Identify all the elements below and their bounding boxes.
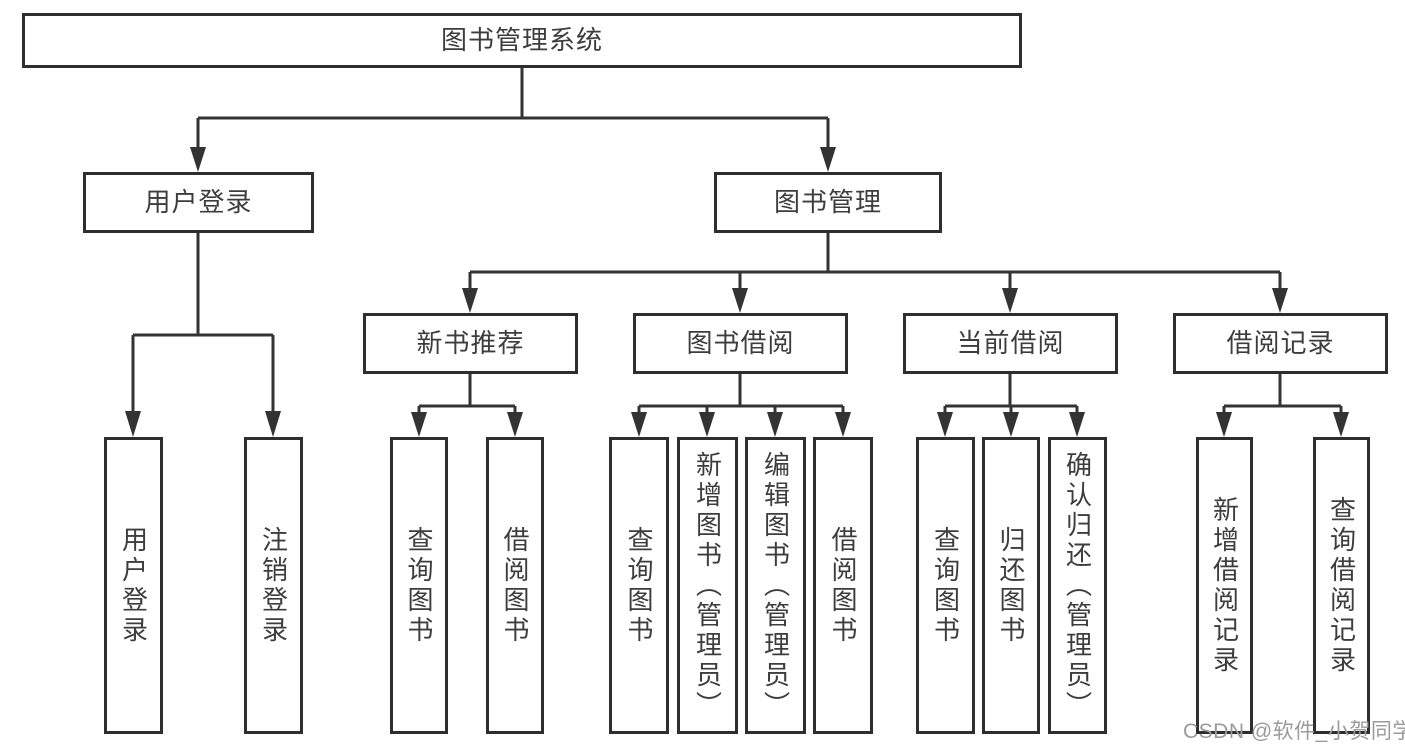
leaf-user-login: 用户登录 bbox=[104, 437, 163, 734]
node-book-borrowing: 图书借阅 bbox=[633, 313, 848, 374]
arrow-down-icon bbox=[125, 411, 141, 437]
node-label: 用户登录 bbox=[144, 187, 253, 218]
node-borrowing-records: 借阅记录 bbox=[1173, 313, 1388, 374]
arrow-down-icon bbox=[835, 412, 851, 437]
leaf-query-books-borrowing: 查询图书 bbox=[609, 437, 669, 734]
connector-book-borrowing-to-leaves bbox=[631, 374, 851, 437]
leaf-logout-login: 注销登录 bbox=[244, 437, 303, 734]
node-label: 编辑图书（管理员） bbox=[760, 450, 791, 721]
arrow-down-icon bbox=[1069, 412, 1085, 437]
arrow-down-icon bbox=[820, 147, 836, 172]
node-label: 图书借阅 bbox=[686, 328, 795, 359]
node-label: 查询借阅记录 bbox=[1326, 495, 1357, 676]
arrow-down-icon bbox=[507, 412, 523, 437]
node-label: 查询图书 bbox=[624, 525, 654, 646]
arrow-down-icon bbox=[699, 412, 715, 437]
arrow-down-icon bbox=[411, 412, 427, 437]
arrow-down-icon bbox=[265, 411, 281, 437]
leaf-confirm-return-admin: 确认归还（管理员） bbox=[1048, 437, 1107, 734]
connector-borrowing-records-to-leaves bbox=[1216, 374, 1349, 437]
arrow-down-icon bbox=[1272, 288, 1288, 313]
node-label: 新增借阅记录 bbox=[1209, 495, 1240, 676]
node-label: 借阅图书 bbox=[500, 525, 530, 646]
arrow-down-icon bbox=[767, 412, 783, 437]
node-new-book-recommend: 新书推荐 bbox=[363, 313, 578, 374]
connector-book-management-to-level3 bbox=[462, 233, 1288, 313]
node-current-borrowing: 当前借阅 bbox=[903, 313, 1118, 374]
node-label: 当前借阅 bbox=[956, 328, 1065, 359]
node-user-login: 用户登录 bbox=[83, 172, 314, 233]
arrow-down-icon bbox=[1216, 412, 1232, 437]
node-label: 新增图书（管理员） bbox=[692, 450, 723, 721]
arrow-down-icon bbox=[631, 412, 647, 437]
leaf-borrow-books-borrowing: 借阅图书 bbox=[813, 437, 873, 734]
node-label: 图书管理 bbox=[773, 187, 882, 218]
connector-current-borrowing-to-leaves bbox=[937, 374, 1085, 437]
watermark: CSDN @软件_小贺同学 bbox=[1183, 720, 1405, 743]
node-label: 查询图书 bbox=[930, 525, 961, 646]
arrow-down-icon bbox=[190, 147, 206, 172]
arrow-down-icon bbox=[732, 288, 748, 313]
node-label: 注销登录 bbox=[258, 525, 289, 646]
node-label: 借阅图书 bbox=[828, 525, 858, 646]
node-book-management: 图书管理 bbox=[714, 172, 942, 233]
node-label: 用户登录 bbox=[118, 525, 149, 646]
arrow-down-icon bbox=[1333, 412, 1349, 437]
arrow-down-icon bbox=[1003, 412, 1019, 437]
leaf-edit-books-admin: 编辑图书（管理员） bbox=[745, 437, 806, 734]
node-label: 归还图书 bbox=[996, 525, 1026, 646]
node-library-management-system: 图书管理系统 bbox=[22, 13, 1022, 68]
leaf-borrow-books-recommend: 借阅图书 bbox=[486, 437, 544, 734]
node-label: 借阅记录 bbox=[1226, 328, 1335, 359]
leaf-return-books: 归还图书 bbox=[982, 437, 1040, 734]
arrow-down-icon bbox=[462, 288, 478, 313]
connector-user-login-to-leaves bbox=[125, 233, 281, 437]
node-label: 查询图书 bbox=[404, 525, 434, 646]
node-label: 图书管理系统 bbox=[440, 25, 603, 56]
node-label: 新书推荐 bbox=[416, 328, 525, 359]
leaf-add-borrow-record: 新增借阅记录 bbox=[1196, 437, 1253, 734]
leaf-query-books-recommend: 查询图书 bbox=[390, 437, 448, 734]
connector-root-to-level2 bbox=[190, 68, 836, 172]
leaf-query-borrow-record: 查询借阅记录 bbox=[1313, 437, 1370, 734]
leaf-query-books-current: 查询图书 bbox=[916, 437, 975, 734]
arrow-down-icon bbox=[937, 412, 953, 437]
arrow-down-icon bbox=[1002, 288, 1018, 313]
node-label: 确认归还（管理员） bbox=[1062, 450, 1093, 721]
connector-new-book-recommend-to-leaves bbox=[411, 374, 523, 437]
leaf-add-books-admin: 新增图书（管理员） bbox=[677, 437, 738, 734]
